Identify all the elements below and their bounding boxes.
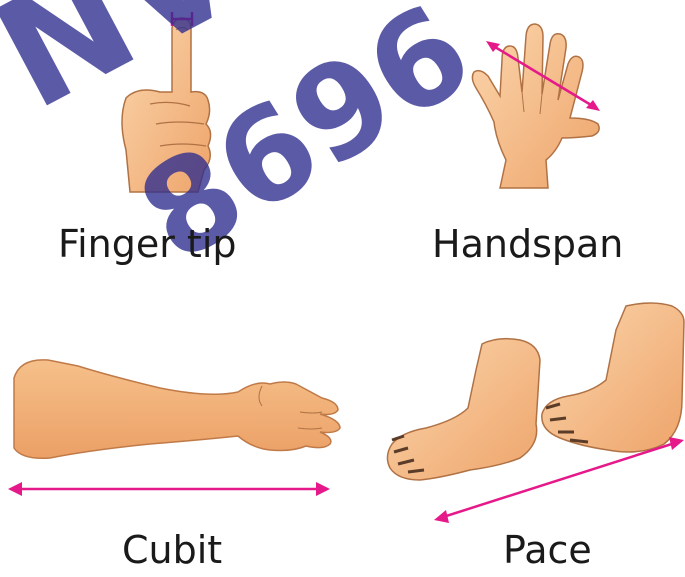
finger-tip-label: Finger tip (58, 222, 237, 266)
cubit-arrow (8, 482, 330, 496)
pace-label: Pace (503, 528, 592, 572)
cubit-label: Cubit (122, 528, 222, 572)
pointing-finger-icon (122, 18, 211, 192)
handspan-label: Handspan (432, 222, 623, 266)
forearm-icon (14, 360, 340, 458)
